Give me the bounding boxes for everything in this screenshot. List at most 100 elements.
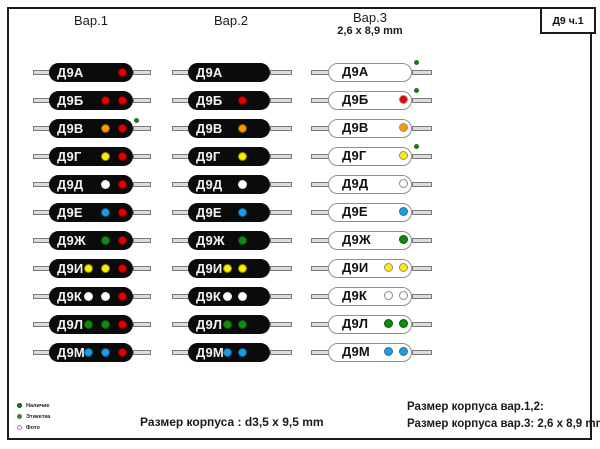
- marking-dot-green: [100, 235, 110, 245]
- marking-dot-blue: [222, 347, 232, 357]
- diode-label: Д9А: [57, 64, 84, 80]
- marking-dot-yellow: [222, 263, 232, 273]
- diode-body: Д9Л: [49, 314, 133, 334]
- lead-wire-right: [270, 125, 292, 131]
- diode-label: Д9Г: [196, 148, 221, 164]
- lead-wire-right: [270, 181, 292, 187]
- diode-body: Д9Б: [49, 90, 133, 110]
- marking-dot-yellow: [398, 151, 408, 160]
- diode-label: Д9В: [342, 119, 369, 135]
- sheet-title: Д9 ч.1: [552, 14, 584, 27]
- diode-label: Д9Л: [57, 316, 84, 332]
- marking-dot-green: [383, 319, 393, 328]
- marking-dot-yellow: [383, 263, 393, 272]
- diode-label: Д9И: [57, 260, 84, 276]
- marking-dot-blue: [398, 347, 408, 356]
- lead-wire-right: [412, 321, 432, 327]
- diode-body: Д9А: [49, 62, 133, 82]
- diode-label: Д9Ж: [57, 232, 86, 248]
- lead-wire-right: [133, 265, 151, 271]
- legend-item-availability: Наличие: [17, 400, 50, 411]
- lead-wire-right: [133, 153, 151, 159]
- diode-body: Д9Б: [188, 90, 270, 110]
- diode-body: Д9Л: [188, 314, 270, 334]
- marking-dot-blue: [237, 207, 247, 217]
- diode-label: Д9И: [196, 260, 223, 276]
- marking-dot-white: [222, 291, 232, 301]
- lead-wire-right: [270, 349, 292, 355]
- lead-wire-right: [412, 349, 432, 355]
- diode-label: Д9К: [57, 288, 83, 304]
- footer-size-line2: Размер корпуса вар.3: 2,6 x 8,9 mm: [407, 418, 600, 430]
- marking-dot-yellow: [237, 151, 247, 161]
- lead-wire-right: [270, 153, 292, 159]
- photo-dot-icon: [17, 425, 22, 430]
- diode-body: Д9Д: [328, 174, 412, 194]
- marking-dot-red: [117, 319, 127, 329]
- marking-dot-green: [100, 319, 110, 329]
- diode-body: Д9В: [328, 118, 412, 138]
- marking-dot-green: [83, 319, 93, 329]
- diode-label: Д9Е: [196, 204, 222, 220]
- lead-wire-right: [412, 97, 432, 103]
- marking-dot-green: [237, 235, 247, 245]
- diode-body: Д9Е: [188, 202, 270, 222]
- lead-wire-right: [133, 125, 151, 131]
- availability-marker-dot: [413, 87, 419, 93]
- marking-dot-blue: [398, 207, 408, 216]
- diode-label: Д9К: [196, 288, 222, 304]
- availability-marker-dot: [413, 143, 419, 149]
- lead-wire-right: [270, 265, 292, 271]
- marking-dot-red: [117, 95, 127, 105]
- availability-marker-dot: [133, 117, 139, 123]
- diode-label: Д9М: [57, 344, 85, 360]
- lead-wire-right: [412, 293, 432, 299]
- marking-dot-red: [117, 291, 127, 301]
- diode-body: Д9Ж: [188, 230, 270, 250]
- lead-wire-right: [270, 209, 292, 215]
- marking-dot-red: [117, 151, 127, 161]
- lead-wire-right: [412, 265, 432, 271]
- diode-label: Д9Л: [196, 316, 223, 332]
- legend-item-etiketka: Этикетка: [17, 411, 50, 422]
- diode-body: Д9Д: [188, 174, 270, 194]
- lead-wire-right: [412, 209, 432, 215]
- marking-dot-green: [237, 319, 247, 329]
- lead-wire-right: [270, 97, 292, 103]
- sheet-title-box: Д9 ч.1: [540, 7, 596, 34]
- diode-label: Д9Г: [57, 148, 82, 164]
- marking-dot-yellow: [398, 263, 408, 272]
- marking-dot-white: [398, 179, 408, 188]
- lead-wire-right: [133, 349, 151, 355]
- footer-size-line1: Размер корпуса вар.1,2:: [407, 401, 544, 413]
- legend-item-photo: Фото: [17, 422, 50, 433]
- lead-wire-right: [133, 237, 151, 243]
- diode-body: Д9А: [328, 62, 412, 82]
- marking-dot-red: [117, 67, 127, 77]
- availability-marker-dot: [413, 59, 419, 65]
- diode-label: Д9М: [196, 344, 224, 360]
- marking-dot-orange: [237, 123, 247, 133]
- marking-dot-orange: [398, 123, 408, 132]
- legend: Наличие Этикетка Фото: [17, 400, 50, 433]
- diode-label: Д9А: [342, 63, 369, 79]
- marking-dot-red: [100, 95, 110, 105]
- diode-body: Д9Д: [49, 174, 133, 194]
- marking-dot-green: [222, 319, 232, 329]
- lead-wire-right: [133, 69, 151, 75]
- marking-dot-yellow: [100, 151, 110, 161]
- lead-wire-right: [133, 181, 151, 187]
- lead-wire-right: [270, 321, 292, 327]
- diode-body: Д9М: [188, 342, 270, 362]
- legend-label-photo: Фото: [26, 424, 40, 431]
- diode-label: Д9Б: [196, 92, 223, 108]
- diode-label: Д9Д: [196, 176, 223, 192]
- diode-label: Д9В: [196, 120, 223, 136]
- diode-body: Д9Г: [328, 146, 412, 166]
- diode-label: Д9А: [196, 64, 223, 80]
- diode-label: Д9Б: [57, 92, 84, 108]
- marking-dot-white: [398, 291, 408, 300]
- column-subheader-var3: 2,6 x 8,9 mm: [337, 25, 403, 37]
- marking-dot-red: [117, 207, 127, 217]
